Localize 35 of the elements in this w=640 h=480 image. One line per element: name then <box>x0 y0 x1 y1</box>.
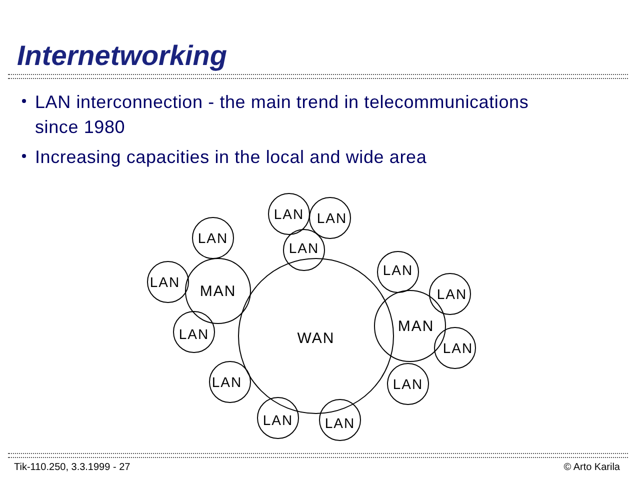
node-label: LAN <box>212 374 242 390</box>
network-circle <box>319 399 361 441</box>
node-label: LAN <box>178 326 210 342</box>
footer-text: © Arto Karila <box>562 462 620 473</box>
node-label: LAN <box>436 286 468 302</box>
node-label: LAN <box>198 230 228 246</box>
bullet-text: LAN interconnection - the main trend in telecommunications since 1980 <box>35 91 530 139</box>
node-label: LAN <box>316 210 348 226</box>
node-label: LAN <box>150 274 180 290</box>
network-circle <box>387 363 429 405</box>
slide-title: Internetworking <box>17 40 228 72</box>
node-label: LAN <box>274 206 304 222</box>
network-circle <box>268 193 310 235</box>
network-circle <box>434 327 476 369</box>
network-circle <box>147 261 189 303</box>
network-circle <box>173 311 215 353</box>
node-label: MAN <box>398 318 434 334</box>
footer-text: Tik-110.250, 3.3.1999 - 27 <box>14 462 132 473</box>
node-label: LAN <box>262 412 294 428</box>
node-label: LAN <box>382 262 414 278</box>
node-label: LAN <box>442 340 474 356</box>
network-circle <box>192 217 234 259</box>
node-label: WAN <box>297 330 335 346</box>
network-circle <box>309 197 351 239</box>
network-circle <box>257 397 299 439</box>
node-label: MAN <box>200 284 236 298</box>
node-label: LAN <box>288 240 320 256</box>
network-circle <box>185 258 251 324</box>
network-circle <box>377 251 419 293</box>
network-circle <box>283 229 325 271</box>
node-label: LAN <box>392 376 424 392</box>
network-circle <box>429 273 471 315</box>
bullet-text: Increasing capacities in the local and wide area <box>35 146 428 169</box>
node-label: LAN <box>324 416 356 430</box>
network-circle <box>209 361 251 403</box>
